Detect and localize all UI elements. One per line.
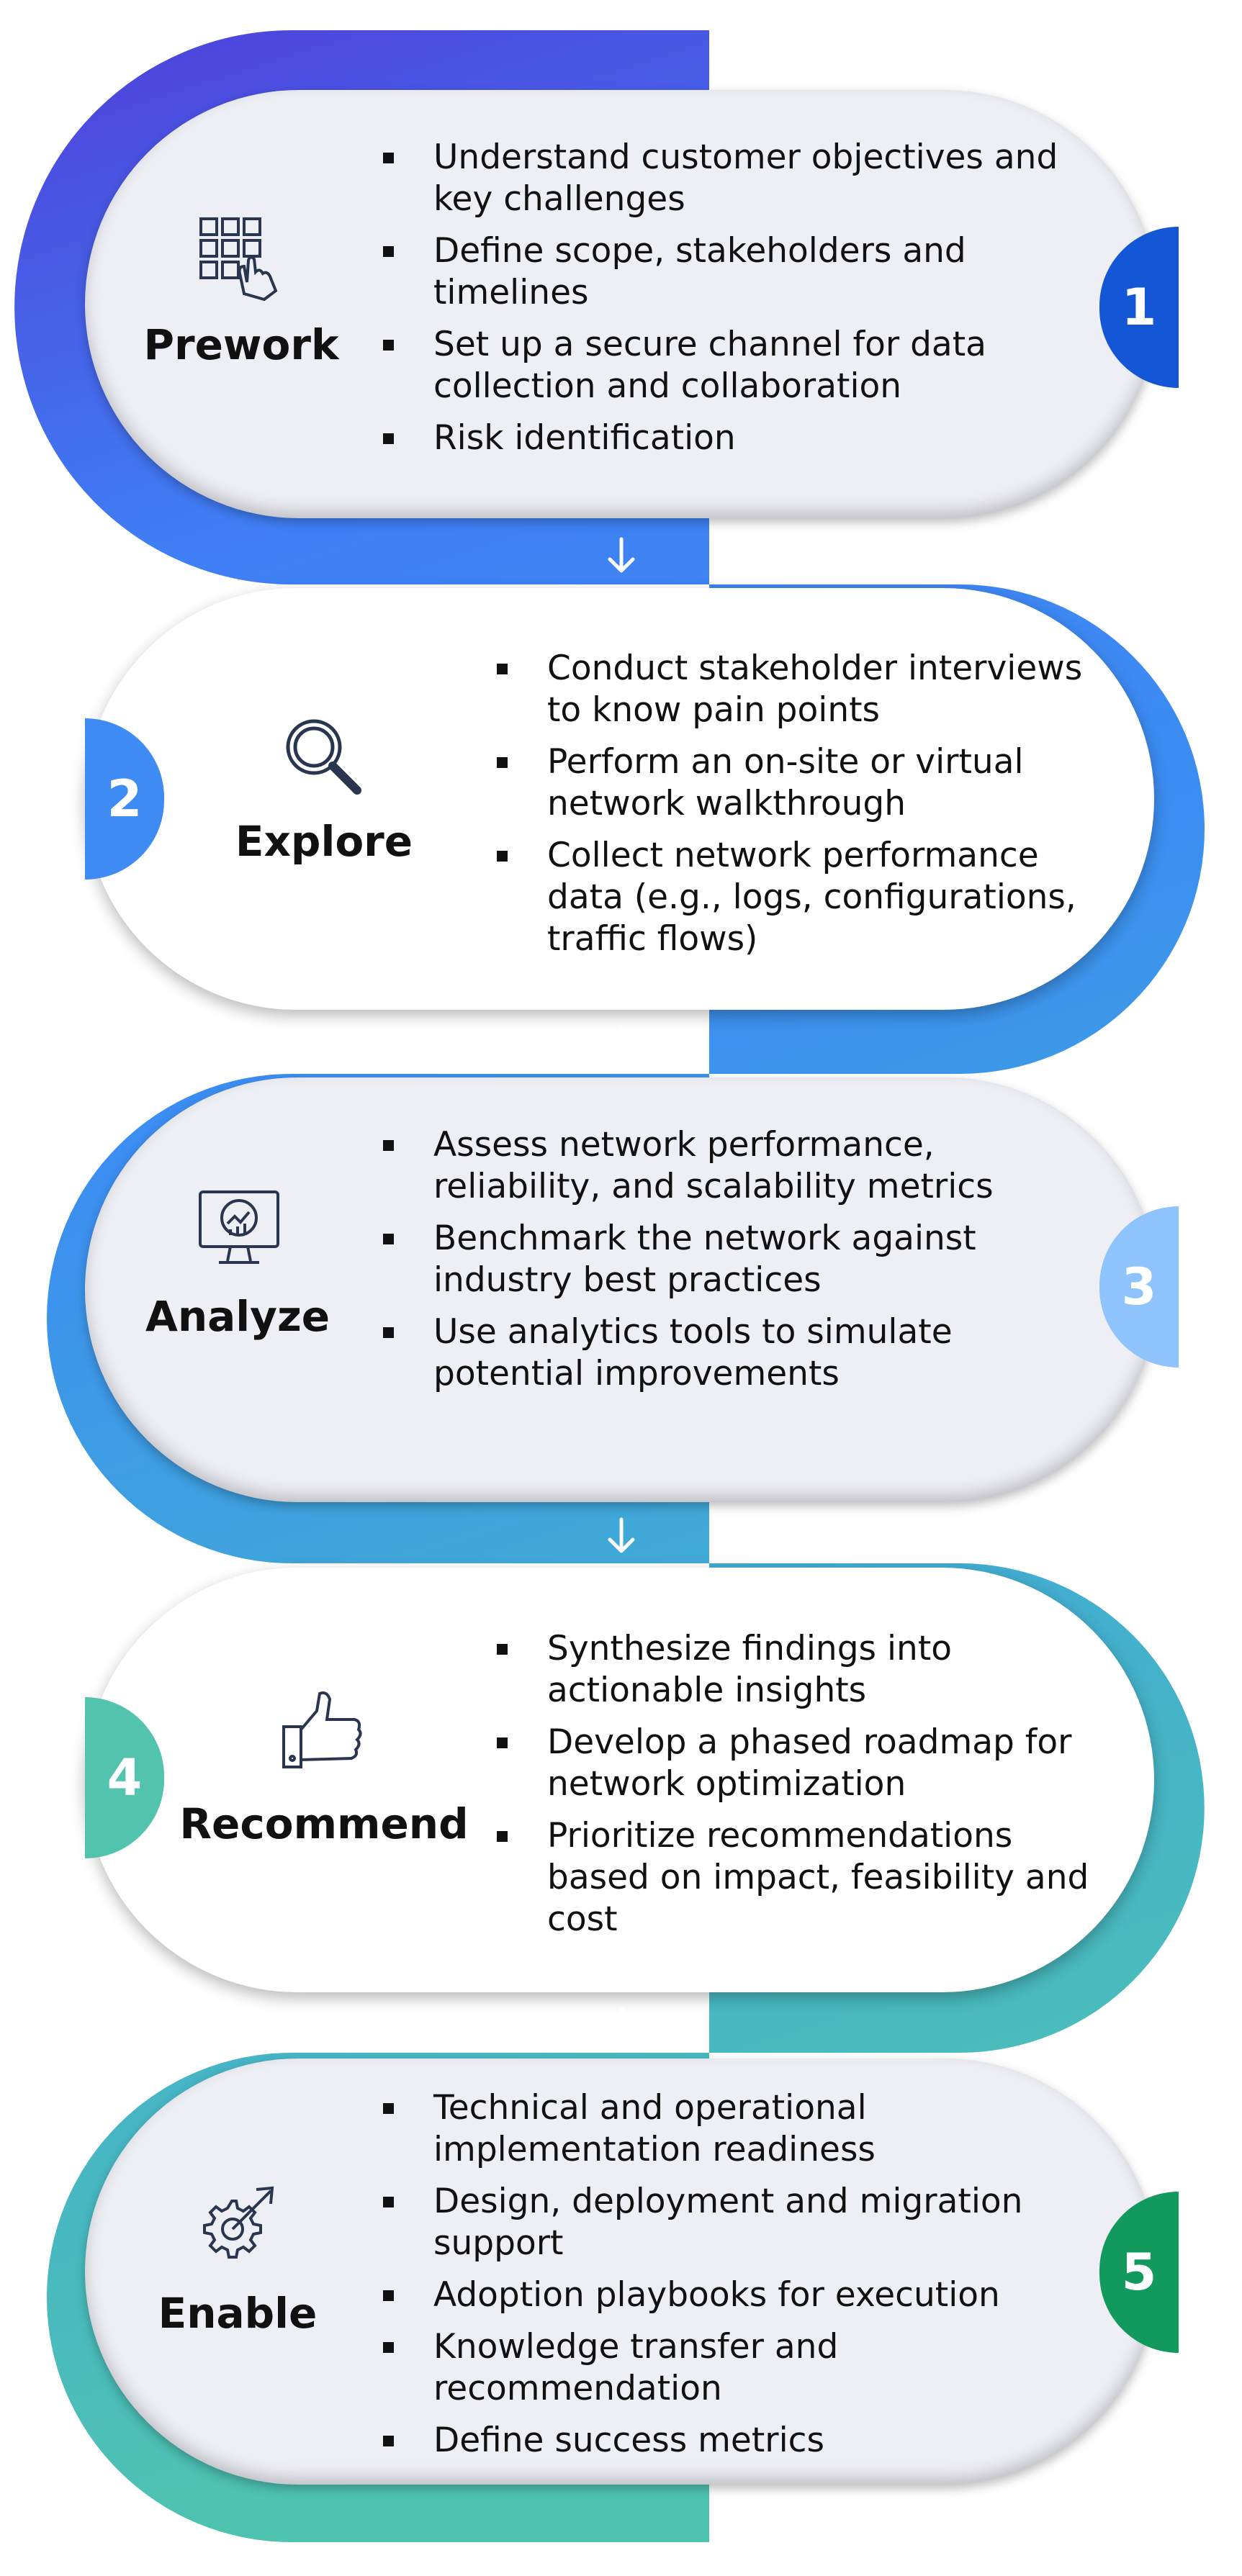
step-3-bullet: Benchmark the network against industry b… xyxy=(383,1218,1067,1301)
step-5-bullet: Adoption playbooks for execution xyxy=(383,2274,1067,2316)
step-4-bullet: Prioritize recommendations based on impa… xyxy=(497,1815,1123,1940)
step-3-panel xyxy=(85,1077,1158,1502)
down-arrow-icon xyxy=(608,2007,635,2043)
step-1-bullet: Risk identification xyxy=(383,417,1067,459)
step-5-title: Enable xyxy=(158,2289,318,2338)
step-3-title: Analyze xyxy=(145,1292,330,1341)
step-1-bullets: Understand customer objectives and key c… xyxy=(383,137,1067,469)
step-5-bullets: Technical and operational implementation… xyxy=(383,2087,1067,2472)
step-1-bullet: Define scope, stakeholders and timelines xyxy=(383,230,1067,314)
step-3-bullet: Use analytics tools to simulate potentia… xyxy=(383,1311,1067,1395)
step-2-bullet: Conduct stakeholder interviews to know p… xyxy=(497,648,1123,731)
step-1-panel xyxy=(85,90,1158,518)
keypad-touch-icon xyxy=(199,217,278,302)
step-5-bullet: Knowledge transfer and recommendation xyxy=(383,2326,1067,2410)
step-3-bullets: Assess network performance, reliability,… xyxy=(383,1124,1067,1405)
step-1-bullet: Set up a secure channel for data collect… xyxy=(383,324,1067,407)
step-2-bullets: Conduct stakeholder interviews to know p… xyxy=(497,648,1123,970)
magnifier-icon xyxy=(286,719,361,795)
step-1-bullet: Understand customer objectives and key c… xyxy=(383,137,1067,220)
step-2-badge: 2 xyxy=(85,718,164,880)
step-4-bullets: Synthesize findings into actionable insi… xyxy=(497,1628,1123,1951)
step-5-bullet: Design, deployment and migration support xyxy=(383,2181,1067,2264)
step-3-bullet: Assess network performance, reliability,… xyxy=(383,1124,1067,1208)
step-1-title: Prework xyxy=(143,320,339,369)
step-5-panel xyxy=(85,2058,1158,2485)
step-2-bullet: Perform an on-site or virtual network wa… xyxy=(497,741,1123,825)
monitor-chart-icon xyxy=(199,1190,279,1264)
step-4-bullet: Synthesize findings into actionable insi… xyxy=(497,1628,1123,1712)
thumbs-up-icon xyxy=(282,1691,362,1768)
step-5-bullet: Technical and operational implementation… xyxy=(383,2087,1067,2171)
step-5-bullet: Define success metrics xyxy=(383,2420,1067,2462)
step-2-title: Explore xyxy=(235,817,413,866)
step-4-bullet: Develop a phased roadmap for network opt… xyxy=(497,1722,1123,1805)
step-2-panel xyxy=(85,588,1154,1010)
down-arrow-icon xyxy=(608,1517,635,1553)
step-2-bullet: Collect network performance data (e.g., … xyxy=(497,835,1123,960)
gear-arrow-icon xyxy=(203,2186,274,2259)
step-4-panel xyxy=(85,1568,1154,1992)
down-arrow-icon xyxy=(608,537,635,573)
down-arrow-icon xyxy=(608,1027,635,1063)
step-4-title: Recommend xyxy=(179,1799,469,1848)
